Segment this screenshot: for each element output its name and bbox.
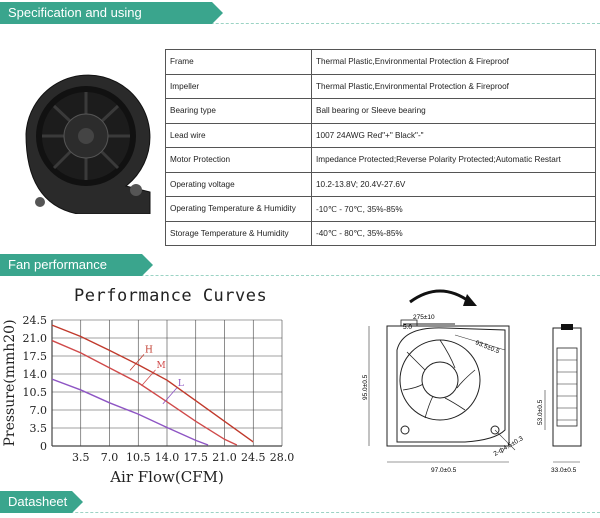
- arrow-head-icon: [463, 294, 477, 306]
- rotation-arrow-icon: [409, 289, 471, 304]
- curve-label-L: L: [178, 379, 184, 389]
- spec-label: Motor Protection: [165, 147, 312, 173]
- y-tick-label: 3.5: [30, 422, 48, 435]
- spec-label: Operating Temperature & Humidity: [165, 196, 312, 222]
- dim-width: 97.0±0.5: [431, 467, 457, 474]
- dim-wire-offset: 5.0: [403, 324, 412, 331]
- spec-label: Operating voltage: [165, 171, 312, 197]
- section-header-perf: Fan performance cruve: [0, 254, 600, 294]
- dim-thickness: 33.0±0.5: [551, 467, 577, 474]
- spec-label: Storage Temperature & Humidity: [165, 220, 312, 246]
- spec-row: Storage Temperature & Humidity-40℃ - 80℃…: [165, 220, 596, 246]
- section-header-spec: Specification and using environment: [0, 2, 600, 42]
- spec-value: Thermal Plastic,Environmental Protection…: [311, 49, 596, 75]
- x-tick-label: 21.0: [212, 451, 237, 464]
- y-tick-label: 24.5: [23, 314, 48, 327]
- curve-label-leader: [162, 387, 178, 405]
- curve-label-H: H: [145, 345, 153, 355]
- y-tick-label: 7.0: [30, 404, 48, 417]
- x-tick-label: 17.5: [184, 451, 209, 464]
- series-line-M: [51, 339, 238, 446]
- curve-label-leader: [129, 354, 145, 371]
- x-tick-label: 28.0: [270, 451, 295, 464]
- y-tick-label: 14.0: [23, 368, 48, 381]
- y-tick-label: 21.0: [23, 332, 48, 345]
- x-tick-label: 7.0: [101, 451, 119, 464]
- x-tick-label: 10.5: [126, 451, 151, 464]
- section-title-perf: Fan performance cruve: [0, 254, 153, 294]
- spec-label: Lead wire: [165, 122, 312, 148]
- y-tick-label: 10.5: [23, 386, 48, 399]
- series-line-L: [51, 378, 209, 446]
- spec-label: Bearing type: [165, 98, 312, 124]
- dim-wire-length: 275±10: [413, 314, 435, 321]
- x-axis-label: Air Flow(CFM): [109, 468, 224, 486]
- curve-label-M: M: [157, 361, 166, 371]
- fan-photo: [25, 74, 151, 214]
- spec-value: -40℃ - 80℃, 35%-85%: [311, 220, 596, 246]
- y-tick-label: 0: [40, 440, 47, 453]
- spec-value: 1007 24AWG Red"+" Black"-": [311, 122, 596, 148]
- spec-value: -10℃ - 70℃, 35%-85%: [311, 196, 596, 222]
- dimension-drawing: 275±10 5.0 93.5±0.5 95.0±0.5 53.0±0.5 2-…: [362, 289, 582, 474]
- curve-label-leader: [141, 369, 156, 387]
- dim-width-diag: 93.5±0.5: [474, 339, 500, 355]
- chart-title: Performance Curves: [74, 286, 268, 306]
- spec-value: 10.2-13.8V; 20.4V-27.6V: [311, 171, 596, 197]
- spec-row: Operating Temperature & Humidity-10℃ - 7…: [165, 196, 596, 222]
- x-tick-label: 14.0: [155, 451, 180, 464]
- spec-label: Impeller: [165, 73, 312, 99]
- spec-value: Thermal Plastic,Environmental Protection…: [311, 73, 596, 99]
- section-title-datasheet: Datasheet: [0, 491, 83, 513]
- section-title-spec: Specification and using environment: [0, 2, 223, 42]
- y-tick-label: 17.5: [23, 350, 48, 363]
- spec-label: Frame: [165, 49, 312, 75]
- series-line-H: [51, 324, 254, 443]
- section-header-datasheet: Datasheet: [0, 491, 600, 513]
- spec-value: Ball bearing or Sleeve bearing: [311, 98, 596, 124]
- y-axis-label: Pressure(mmh20): [2, 319, 18, 446]
- dim-height: 95.0±0.5: [362, 374, 369, 400]
- x-tick-label: 24.5: [241, 451, 266, 464]
- spec-value: Impedance Protected;Reverse Polarity Pro…: [311, 147, 596, 173]
- dim-side-height: 53.0±0.5: [537, 399, 544, 425]
- x-tick-label: 3.5: [72, 451, 90, 464]
